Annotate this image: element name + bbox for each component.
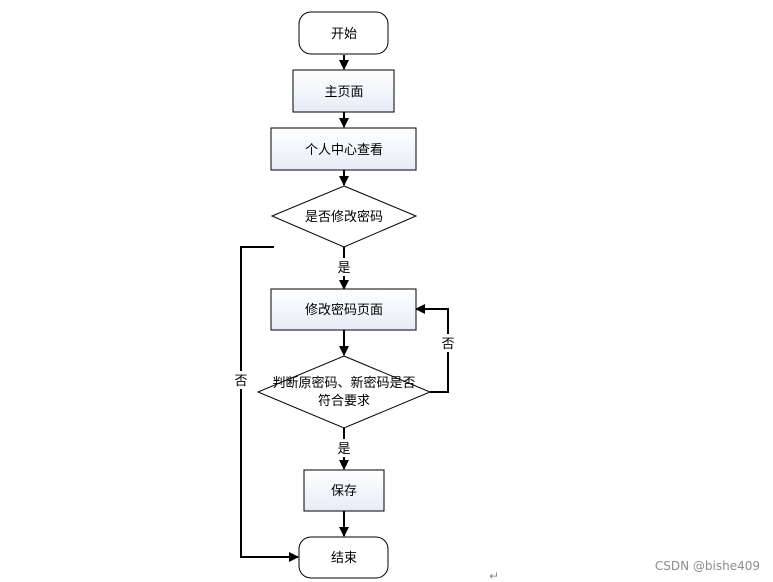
edge-label-no-right: 否 (441, 337, 454, 352)
node-profile: 个人中心查看 (270, 127, 417, 171)
node-profile-label: 个人中心查看 (305, 142, 383, 158)
node-home: 主页面 (292, 69, 395, 113)
node-check-label-line2: 符合要求 (318, 393, 370, 409)
node-check: 判断原密码、新密码是否 符合要求 (256, 355, 432, 429)
edge-decision-no-end (240, 246, 299, 562)
edge-label-no-left: 否 (234, 374, 247, 389)
node-end-label: 结束 (331, 551, 357, 566)
node-check-label-line1: 判断原密码、新密码是否 (272, 375, 415, 391)
node-start-label: 开始 (331, 27, 357, 42)
node-change-page-label: 修改密码页面 (305, 302, 383, 318)
return-mark: ↵ (489, 569, 499, 582)
edge-label-yes-2: 是 (337, 442, 350, 457)
node-end: 结束 (298, 536, 389, 579)
node-save-label: 保存 (331, 484, 357, 499)
node-start: 开始 (298, 11, 389, 55)
node-decision-change: 是否修改密码 (270, 185, 418, 248)
edge-label-yes-1: 是 (337, 261, 350, 276)
node-home-label: 主页面 (324, 85, 363, 100)
node-change-page: 修改密码页面 (270, 288, 417, 331)
watermark: CSDN @bishe409 (655, 559, 760, 573)
node-save: 保存 (303, 469, 385, 512)
node-decision-change-label: 是否修改密码 (305, 209, 383, 225)
